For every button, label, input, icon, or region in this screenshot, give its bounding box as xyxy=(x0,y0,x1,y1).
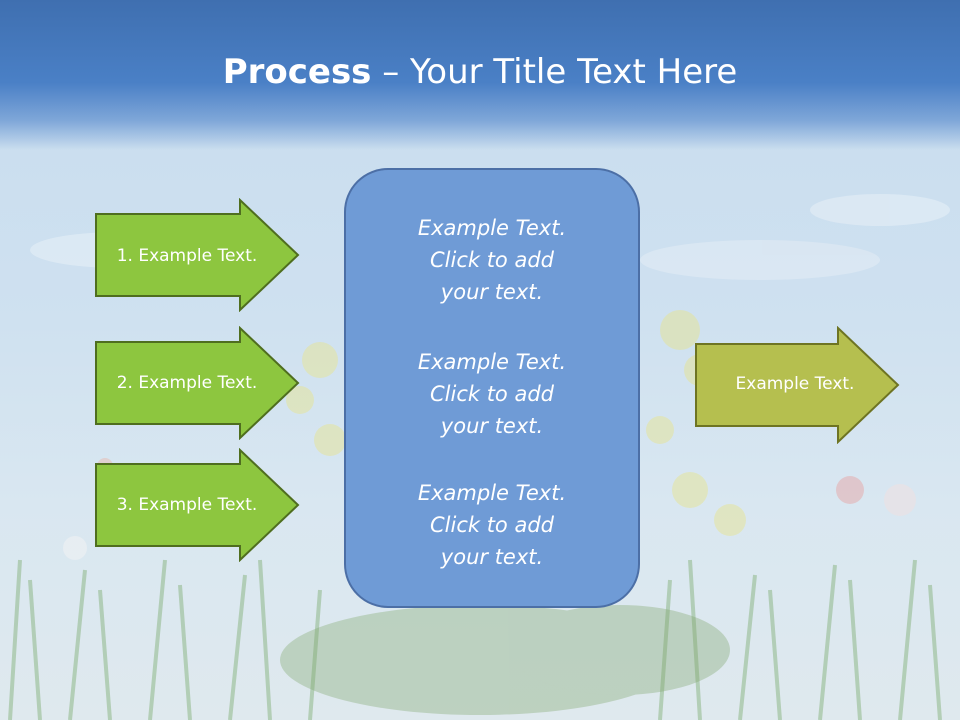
right-arrow-label: Example Text. xyxy=(735,374,855,394)
grass xyxy=(8,559,942,720)
left-arrow-2-label: 2. Example Text. xyxy=(116,373,258,393)
left-arrow-2[interactable] xyxy=(94,326,300,440)
right-arrow[interactable] xyxy=(694,326,900,444)
text-line: Example Text. xyxy=(417,481,567,505)
page-title: Process – Your Title Text Here xyxy=(0,52,960,92)
text-line: Example Text. xyxy=(417,216,567,240)
text-line: your text. xyxy=(440,414,544,438)
text-line: your text. xyxy=(440,280,544,304)
text-line: Example Text. xyxy=(417,350,567,374)
title-rest: – Your Title Text Here xyxy=(371,52,738,92)
leaves xyxy=(280,605,730,715)
cloud xyxy=(810,194,950,226)
text-line: Click to add xyxy=(429,248,554,272)
center-text-block-2[interactable]: Example Text. Click to add your text. xyxy=(344,346,640,442)
text-line: Click to add xyxy=(429,382,554,406)
left-arrow-3[interactable] xyxy=(94,448,300,562)
title-band xyxy=(0,0,960,150)
left-arrow-3-label: 3. Example Text. xyxy=(116,495,258,515)
text-line: Click to add xyxy=(429,513,554,537)
center-content-box[interactable] xyxy=(344,168,640,608)
left-arrow-1[interactable] xyxy=(94,198,300,312)
left-arrow-1-label: 1. Example Text. xyxy=(116,246,258,266)
center-text-block-3[interactable]: Example Text. Click to add your text. xyxy=(344,477,640,573)
center-text-block-1[interactable]: Example Text. Click to add your text. xyxy=(344,212,640,308)
title-bold: Process xyxy=(222,52,372,92)
cloud xyxy=(640,240,880,280)
text-line: your text. xyxy=(440,545,544,569)
